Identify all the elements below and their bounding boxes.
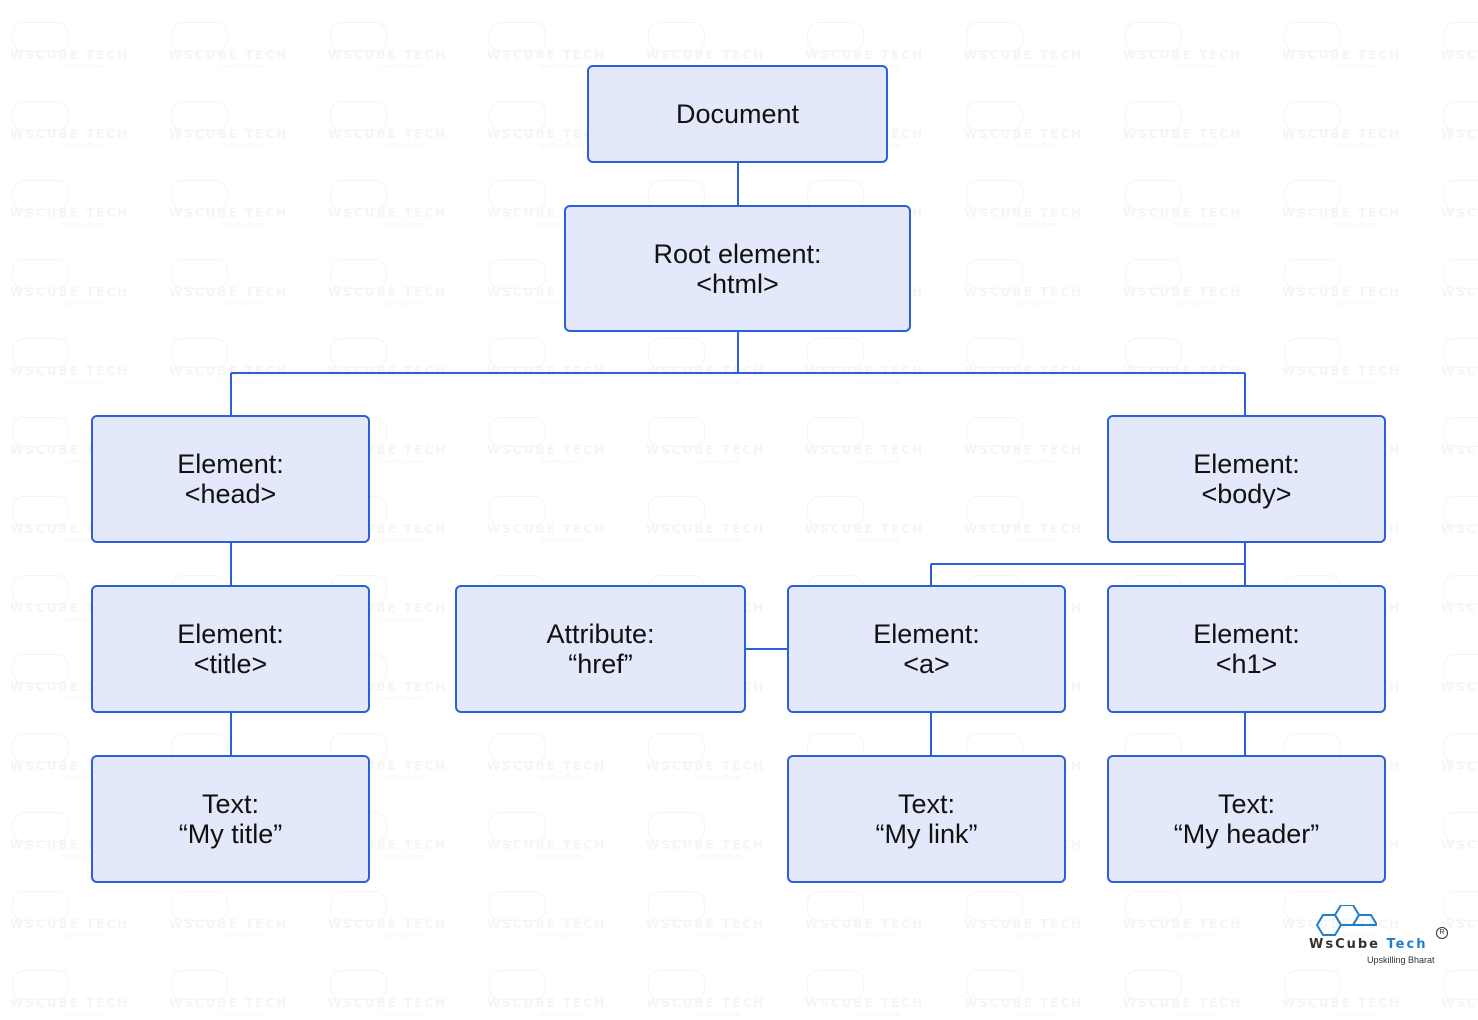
watermark-text: WSCUBE TECH <box>10 996 130 1010</box>
watermark-text: WSCUBE TECH <box>964 996 1084 1010</box>
watermark-tagline: Upskilling Bharat <box>698 1012 741 1018</box>
watermark-text: WSCUBE TECH <box>1123 996 1243 1010</box>
node-root-html: Root element: <html> <box>564 205 911 332</box>
node-title-text-label: Text: <box>201 789 260 819</box>
watermark-tagline: Upskilling Bharat <box>380 1012 423 1018</box>
node-h1-label: Element: <box>1193 619 1300 649</box>
node-body-tag: <body> <box>1201 479 1292 509</box>
brand-name-part2: Tech <box>1386 937 1428 952</box>
watermark-tagline: Upskilling Bharat <box>62 1012 105 1018</box>
registered-mark-icon: R <box>1436 927 1448 939</box>
node-title-text-value: “My title” <box>178 819 283 849</box>
node-root-tag: <html> <box>696 268 779 299</box>
node-title-label: Element: <box>177 619 284 649</box>
watermark-tagline: Upskilling Bharat <box>857 1012 900 1018</box>
watermark-tagline: Upskilling Bharat <box>221 1012 264 1018</box>
node-anchor: Element: <a> <box>787 585 1066 713</box>
node-body: Element: <body> <box>1107 415 1386 543</box>
watermark-tagline: Upskilling Bharat <box>539 1012 582 1018</box>
node-head-label: Element: <box>177 449 284 479</box>
watermark-text: WSCUBE TECH <box>487 996 607 1010</box>
node-link-text: Text: “My link” <box>787 755 1066 883</box>
node-head-tag: <head> <box>184 479 277 509</box>
node-document: Document <box>587 65 888 163</box>
node-anchor-label: Element: <box>873 619 980 649</box>
node-header-text-value: “My header” <box>1173 819 1320 849</box>
node-link-text-label: Text: <box>897 789 956 819</box>
brand-tagline: Upskilling Bharat <box>1367 955 1435 965</box>
watermark-text: WSCUBE TECH <box>805 996 925 1010</box>
node-link-text-value: “My link” <box>875 819 978 849</box>
node-h1: Element: <h1> <box>1107 585 1386 713</box>
watermark-text: WSCUBE TECH <box>1441 996 1478 1010</box>
watermark-tagline: Upskilling Bharat <box>1016 1012 1059 1018</box>
watermark-text: WSCUBE TECH <box>1282 996 1402 1010</box>
brand-name: WsCube Tech <box>1309 937 1427 952</box>
node-title-text: Text: “My title” <box>91 755 370 883</box>
watermark-text: WSCUBE TECH <box>328 996 448 1010</box>
watermark-text: WSCUBE TECH <box>646 996 766 1010</box>
node-header-text-label: Text: <box>1217 789 1276 819</box>
node-document-label: Document <box>675 99 800 129</box>
brand-name-part1: WsCube <box>1309 937 1380 952</box>
node-head: Element: <head> <box>91 415 370 543</box>
connector-lines <box>230 163 1246 755</box>
watermark-tagline: Upskilling Bharat <box>1175 1012 1218 1018</box>
node-title: Element: <title> <box>91 585 370 713</box>
watermark-tagline: Upskilling Bharat <box>1334 1012 1377 1018</box>
node-body-label: Element: <box>1193 449 1300 479</box>
node-attribute-value: “href” <box>568 649 633 679</box>
node-attribute-href: Attribute: “href” <box>455 585 746 713</box>
node-root-label: Root element: <box>653 238 822 269</box>
node-header-text: Text: “My header” <box>1107 755 1386 883</box>
watermark-text: WSCUBE TECH <box>169 996 289 1010</box>
node-attribute-label: Attribute: <box>546 619 655 649</box>
node-anchor-tag: <a> <box>903 649 950 679</box>
node-h1-tag: <h1> <box>1215 649 1278 679</box>
hexagon-logo-icon <box>1315 905 1377 936</box>
node-title-tag: <title> <box>193 649 268 679</box>
brand-logo: WsCube Tech R Upskilling Bharat <box>1305 905 1455 975</box>
